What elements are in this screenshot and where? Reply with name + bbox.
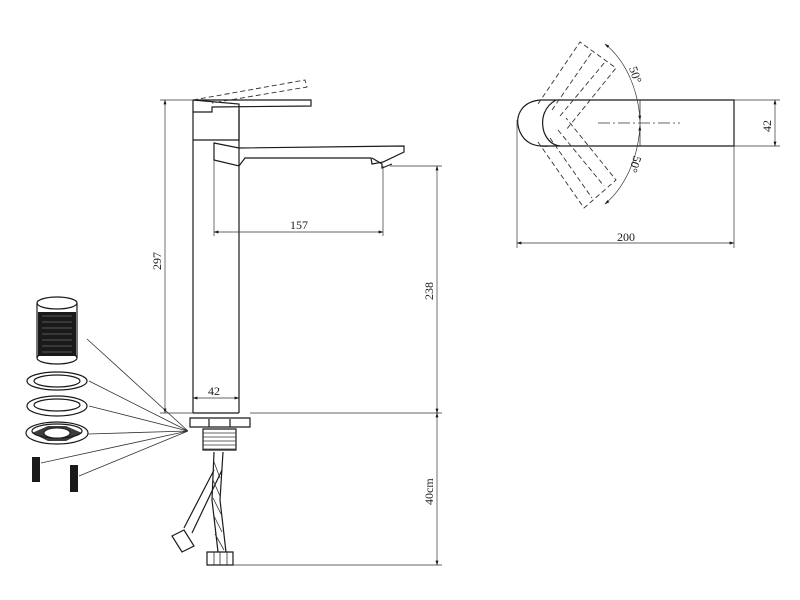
exploded-parts <box>25 296 189 492</box>
dim-spout-reach: 157 <box>290 218 308 232</box>
angle-arc-up <box>604 43 642 121</box>
handle-lever <box>193 99 312 113</box>
dim-hose-length: 40cm <box>422 478 436 505</box>
handle-rotated-up <box>537 41 617 131</box>
top-view: 50° 50° 42 200 <box>516 41 780 248</box>
washer-2 <box>26 395 88 417</box>
mounting-plate <box>25 421 89 445</box>
handle-lever-raised <box>192 79 308 104</box>
leader-lines <box>40 338 189 477</box>
dim-spout-height: 238 <box>422 282 436 300</box>
dim-total-height: 297 <box>150 252 164 270</box>
dim-angle-down: 50° <box>626 154 645 174</box>
top-handle-base <box>517 99 549 147</box>
dim-top-length: 200 <box>617 230 635 244</box>
dim-body-width: 42 <box>208 384 220 398</box>
handle-rotated-down <box>537 117 617 209</box>
angle-arc-down <box>604 125 642 205</box>
cartridge-housing <box>192 99 240 141</box>
dim-top-width: 42 <box>760 120 774 132</box>
side-view <box>192 79 405 414</box>
threaded-nut <box>36 296 78 365</box>
mounting-studs <box>32 457 78 492</box>
dim-angle-up: 50° <box>626 65 645 85</box>
mounting-base <box>189 417 251 451</box>
faucet-body <box>192 100 240 414</box>
washer-1 <box>26 371 88 391</box>
top-spout <box>540 99 735 147</box>
spout <box>213 142 405 167</box>
flexible-hoses <box>171 451 234 566</box>
spout-outlet <box>371 157 393 169</box>
side-dimensions: 297 157 238 42 40cm <box>150 99 442 566</box>
